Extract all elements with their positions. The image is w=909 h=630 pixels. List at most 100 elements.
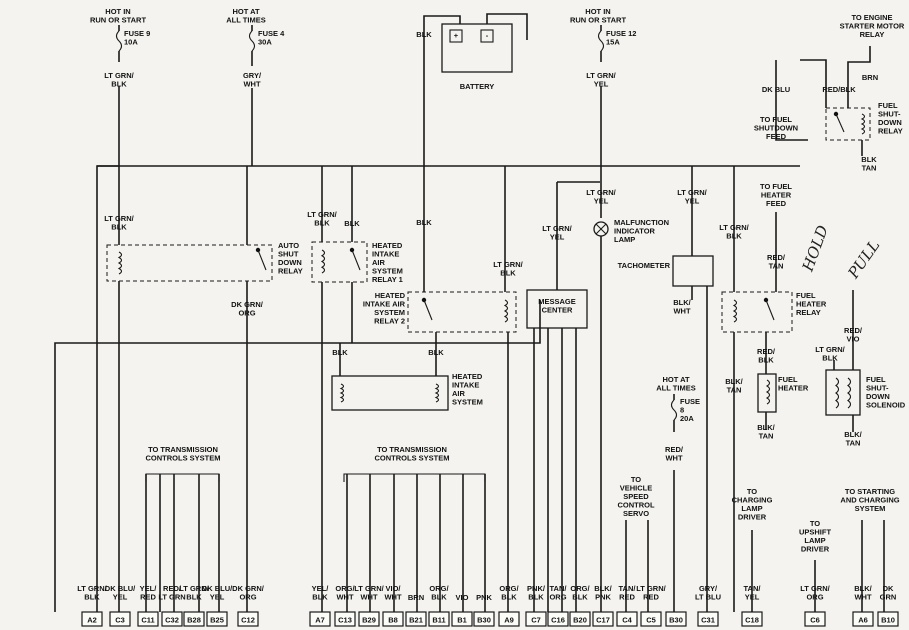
connector-pin — [161, 611, 183, 627]
connector-pin — [451, 611, 473, 627]
connector-pin — [137, 611, 159, 627]
wire-label: YEL/RED — [140, 584, 158, 602]
wire-label: BLK/TAN — [844, 430, 862, 448]
connector-pin-label: C17 — [596, 616, 610, 625]
message-center-box — [526, 289, 588, 329]
connector-pin — [358, 611, 380, 627]
wire-label: RED/BLK — [757, 347, 776, 365]
connector-pin — [473, 611, 495, 627]
fsd-coil — [860, 113, 866, 135]
wire-label: RED/WHT — [665, 445, 684, 463]
connector-pin-label: B28 — [187, 616, 201, 625]
connector-pin — [334, 611, 356, 627]
connector-pin — [525, 611, 547, 627]
wire-label: LT GRN/WHT — [354, 584, 384, 602]
wire-label: LT GRN/RED — [636, 584, 666, 602]
connector-pin-label: A2 — [87, 616, 97, 625]
wire — [486, 13, 528, 40]
connector-pin — [852, 611, 874, 627]
battery-terminal: + — [454, 31, 459, 40]
wire-label: BLK/PNK — [594, 584, 612, 602]
connector-pin-label: B11 — [432, 616, 445, 625]
connector-pin-label: C16 — [551, 616, 565, 625]
wire-label: TAN/ORG — [549, 584, 567, 602]
fuse-12 — [597, 30, 605, 52]
connector-pin — [640, 611, 662, 627]
connector-pin-label: C3 — [115, 616, 125, 625]
connector-pin-label: B8 — [388, 616, 398, 625]
connector-pin-label: C13 — [338, 616, 352, 625]
connector-pin — [498, 611, 520, 627]
wire-label: LT GRN/BLK — [815, 345, 845, 363]
switch-pivot — [421, 297, 427, 303]
connector-pin-label: C31 — [701, 616, 715, 625]
connector-pin — [382, 611, 404, 627]
connector-pin — [405, 611, 427, 627]
wire-label: VIO — [456, 593, 469, 602]
connector-pin-label: C12 — [241, 616, 255, 625]
box — [480, 29, 494, 43]
wire — [96, 86, 120, 205]
bracket — [145, 473, 220, 482]
connector-pin-label: C4 — [622, 616, 632, 625]
wire-label: LT GRN/BLK — [104, 71, 134, 89]
component-label: BATTERY — [460, 82, 495, 91]
solenoid-coil-2 — [847, 377, 852, 409]
connector-pin — [697, 611, 719, 627]
connector-pin-label: A6 — [858, 616, 868, 625]
connector-pin — [616, 611, 638, 627]
fuel-heater-coil — [765, 379, 771, 405]
fsd-switch — [835, 113, 845, 133]
relay1-switch — [351, 249, 361, 271]
wire-label: LT GRN/BLK — [104, 214, 134, 232]
wire — [800, 59, 827, 108]
connector-pin-label: B30 — [669, 616, 683, 625]
wire-label: BLK/TAN — [725, 377, 743, 395]
connector-pin-label: B29 — [362, 616, 376, 625]
wire-label: LT GRN/YEL — [586, 71, 616, 89]
switch-pivot — [349, 247, 355, 253]
handwritten-note: PULL — [844, 237, 884, 283]
wire-label: BLK — [332, 348, 348, 357]
wire-label: LT GRN/YEL — [586, 188, 616, 206]
wire-label: DK BLU/YEL — [202, 584, 233, 602]
connector-pin — [547, 611, 569, 627]
connector-pin-label: C32 — [165, 616, 179, 625]
connector-pin-label: C18 — [745, 616, 759, 625]
wire-label: BLK/TAN — [757, 423, 775, 441]
wire-label: LT GRN/YEL — [542, 224, 572, 242]
wire-label: BRN — [862, 73, 878, 82]
hia-relay-2-box — [407, 291, 517, 333]
connector-pin — [81, 611, 103, 627]
asd-coil — [117, 251, 123, 275]
wire-label: RED/VIO — [844, 326, 863, 344]
wire-label: YEL/BLK — [312, 584, 330, 602]
connector-pin — [237, 611, 259, 627]
wire-label: ORG/BLK — [499, 584, 519, 602]
wire — [595, 223, 607, 235]
wire-label: LT GRN/BLK — [307, 210, 337, 228]
heater-grid-1 — [339, 383, 345, 403]
hia-relay-1-box — [311, 241, 368, 283]
wire-label: ORG/BLK — [570, 584, 590, 602]
wire-label: TAN/YEL — [744, 584, 762, 602]
switch-pivot — [763, 297, 769, 303]
wire-label: LT GRN/YEL — [677, 188, 707, 206]
wire-label: DK GRN/ORG — [231, 300, 264, 318]
wire-label: LT GRN/BLK — [719, 223, 749, 241]
